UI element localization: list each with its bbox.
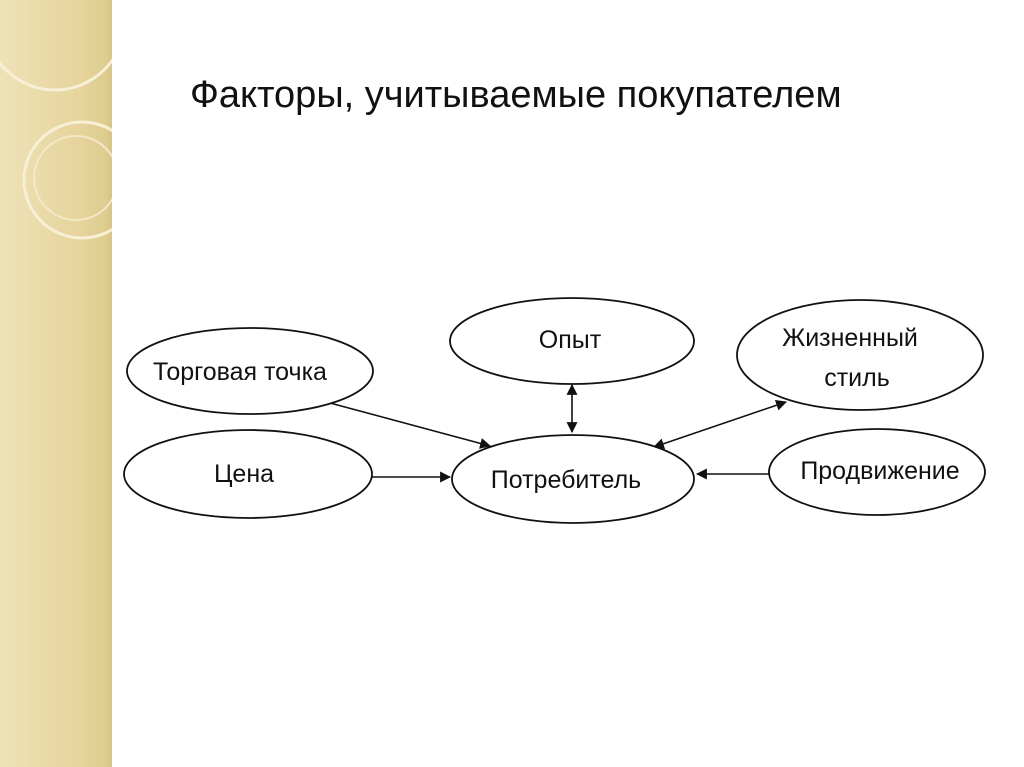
node-lifestyle: Жизненный стиль — [736, 299, 984, 411]
node-price: Цена — [123, 429, 373, 519]
arrow-trade-point-to-consumer — [329, 402, 492, 449]
arrow-lifestyle-consumer-bidirectional — [652, 399, 788, 450]
node-price-label: Цена — [214, 460, 274, 488]
node-lifestyle-label-line1: Жизненный — [782, 324, 918, 352]
node-trade-point: Торговая точка — [126, 327, 374, 415]
node-lifestyle-label-line2: стиль — [824, 364, 890, 392]
slide-title: Факторы, учитываемые покупателем — [190, 74, 842, 116]
node-consumer-label: Потребитель — [491, 466, 641, 494]
node-experience-label: Опыт — [539, 326, 602, 354]
node-promotion-label: Продвижение — [800, 457, 959, 485]
side-band-edge — [108, 0, 112, 767]
node-consumer: Потребитель — [451, 434, 695, 524]
node-experience: Опыт — [449, 297, 695, 385]
node-trade-point-label: Торговая точка — [153, 358, 327, 386]
node-promotion: Продвижение — [768, 428, 986, 516]
